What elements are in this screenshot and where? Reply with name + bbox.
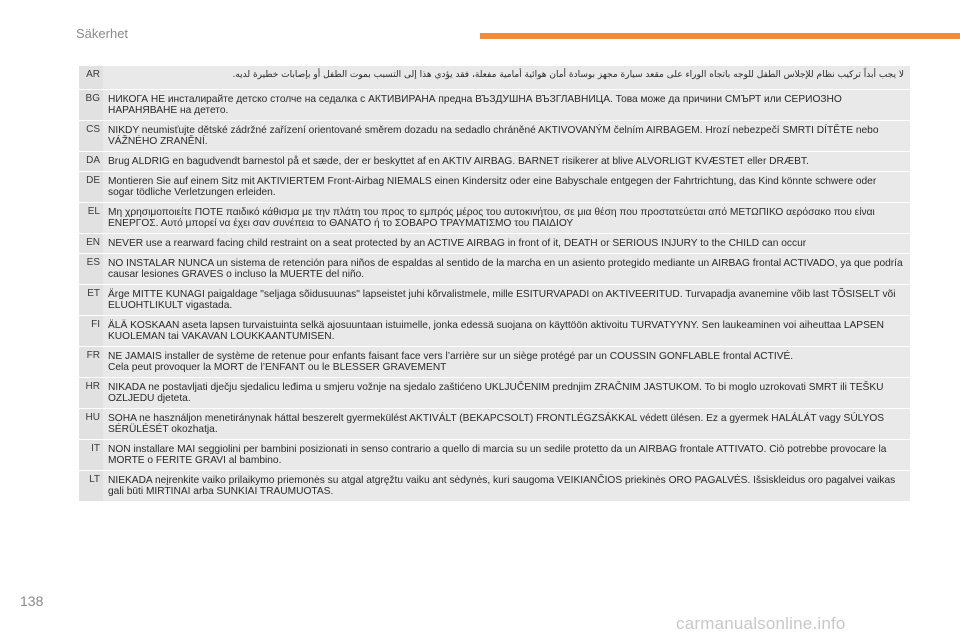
language-code: LT [79, 471, 103, 501]
warning-text: НИКОГА НЕ инсталирайте детско столче на … [108, 94, 842, 116]
page-number: 138 [20, 593, 44, 609]
warning-text: Ärge MITTE KUNAGI paigaldage "seljaga sõ… [108, 289, 896, 311]
language-code: HR [79, 378, 103, 408]
warning-text: NIKADA ne postavljati dječju sjedalicu l… [108, 382, 884, 404]
header-accent-bar [480, 33, 960, 39]
language-code: FR [79, 347, 103, 377]
warning-row-ar: AR لا يجب أبداً تركيب نظام للإجلاس الطفل … [79, 66, 910, 90]
warning-row-da: DA Brug ALDRIG en bagudvendt barnestol på… [79, 152, 910, 172]
watermark: carmanualsonline.info [676, 614, 846, 633]
language-code: EN [79, 234, 103, 253]
warning-text: Brug ALDRIG en bagudvendt barnestol på e… [108, 156, 809, 167]
warning-text: NO INSTALAR NUNCA un sistema de retenció… [108, 258, 903, 280]
warning-text: NE JAMAIS installer de système de retenu… [108, 351, 794, 373]
warning-text: NON installare MAI seggiolini per bambin… [108, 444, 887, 466]
section-title: Säkerhet [76, 26, 129, 41]
language-code: EL [79, 203, 103, 233]
warning-text: NIKDY neumisťujte dětské zádržné zařízen… [108, 125, 879, 147]
warning-text: ÄLÄ KOSKAAN aseta lapsen turvaistuinta s… [108, 320, 885, 342]
language-code: CS [79, 121, 103, 151]
warning-text: NIEKADA neįrenkite vaiko prilaikymo prie… [108, 475, 896, 497]
language-code: ET [79, 285, 103, 315]
language-code: BG [79, 90, 103, 120]
language-code: ES [79, 254, 103, 284]
warning-table: AR لا يجب أبداً تركيب نظام للإجلاس الطفل … [79, 66, 910, 502]
language-code: HU [79, 409, 103, 439]
warning-text: NEVER use a rearward facing child restra… [108, 238, 807, 249]
warning-text: Montieren Sie auf einem Sitz mit AKTIVIE… [108, 176, 877, 198]
language-code: DA [79, 152, 103, 171]
language-code: DE [79, 172, 103, 202]
warning-row-en: EN NEVER use a rearward facing child rest… [79, 234, 910, 254]
language-code: IT [79, 440, 103, 470]
warning-text: SOHA ne használjon menetiránynak háttal … [108, 413, 885, 435]
warning-text: لا يجب أبداً تركيب نظام للإجلاس الطفل لل… [232, 70, 904, 80]
language-code: AR [79, 66, 103, 89]
language-code: FI [79, 316, 103, 346]
warning-text: Μη χρησιμοποιείτε ΠΟΤΕ παιδικό κάθισμα μ… [108, 207, 875, 229]
